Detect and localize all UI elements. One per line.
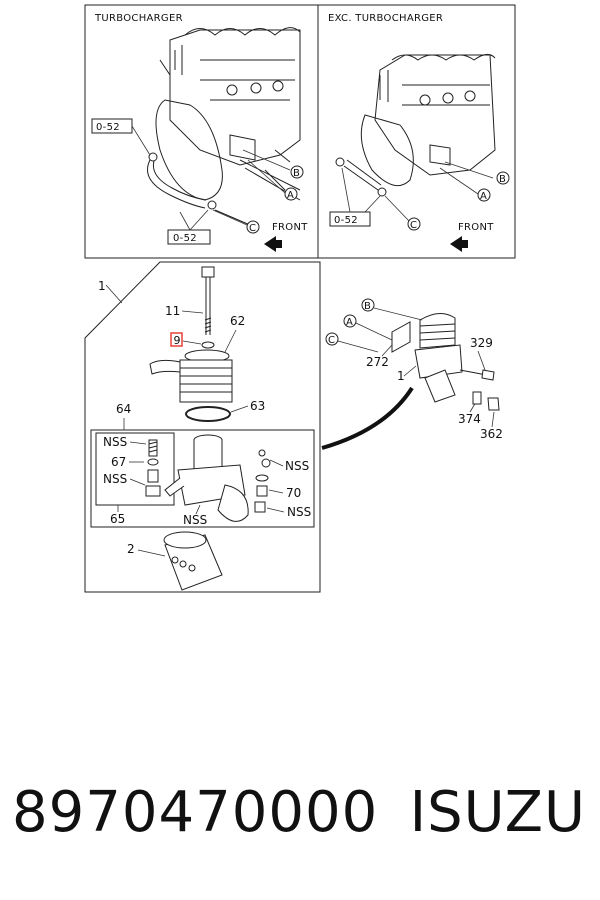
front-label-right: FRONT	[458, 222, 494, 233]
left-panel-title: TURBOCHARGER	[94, 13, 183, 24]
nss-label-4: NSS	[287, 505, 311, 519]
bolt-329	[481, 369, 495, 381]
nss-label-3: NSS	[285, 459, 309, 473]
part-9-highlight-box	[170, 332, 183, 347]
part-329-label: 329	[470, 336, 493, 350]
assembly-frame	[84, 261, 321, 593]
engine-turbo-sketch	[147, 27, 301, 226]
svg-text:B: B	[364, 301, 371, 312]
part-65-label: 65	[110, 512, 125, 526]
ref-052-left-bottom: 0-52	[167, 209, 211, 245]
svg-text:A: A	[480, 191, 487, 202]
svg-text:0-52: 0-52	[334, 215, 358, 226]
footer: 8970470000 ISUZU	[0, 780, 600, 880]
callout-c-installed: C	[325, 332, 339, 346]
svg-text:B: B	[293, 168, 300, 179]
callout-a-left: A	[284, 187, 298, 201]
part-1-installed-label: 1	[397, 369, 405, 383]
relief-valve-stack	[145, 439, 161, 497]
washer-9	[201, 341, 215, 349]
callout-a-right: A	[477, 188, 491, 202]
nut-362	[487, 397, 500, 411]
right-panel-title: EXC. TURBOCHARGER	[328, 13, 443, 24]
oil-cooler-62	[149, 349, 233, 403]
part-9-label: 9	[174, 334, 181, 347]
svg-text:C: C	[249, 223, 256, 234]
callout-c-left: C	[246, 220, 260, 234]
svg-text:C: C	[328, 335, 335, 346]
subassembly-65-frame	[95, 432, 175, 506]
front-arrow-left	[264, 236, 282, 252]
svg-text:A: A	[346, 317, 353, 328]
callout-b-right: B	[496, 171, 510, 185]
part-272-label: 272	[366, 355, 389, 369]
svg-text:0-52: 0-52	[173, 233, 197, 244]
svg-text:C: C	[410, 220, 417, 231]
part-62-label: 62	[230, 314, 245, 328]
front-arrow-right	[450, 236, 468, 252]
part-64-label: 64	[116, 402, 131, 416]
nss-label-1: NSS	[103, 435, 127, 449]
oil-filter-2	[163, 531, 223, 591]
part-2-label: 2	[127, 542, 135, 556]
subassembly-64-frame	[90, 429, 315, 528]
svg-text:A: A	[287, 190, 294, 201]
callout-c-right: C	[407, 217, 421, 231]
part-11-label: 11	[165, 304, 180, 318]
callout-a-installed: A	[343, 314, 357, 328]
front-label-left: FRONT	[272, 222, 308, 233]
brand-name: ISUZU	[409, 780, 586, 845]
nss-parts-right	[254, 449, 271, 513]
nss-label-5: NSS	[183, 513, 207, 527]
part-number: 8970470000	[12, 780, 379, 845]
part-374-label: 374	[458, 412, 481, 426]
gasket-63	[185, 406, 231, 422]
top-panel-frame	[84, 4, 516, 259]
engine-noturbo-sketch	[335, 54, 496, 197]
ref-052-right: 0-52	[329, 167, 381, 227]
ref-052-left-top: 0-52	[91, 118, 151, 156]
part-70-label: 70	[286, 486, 301, 500]
svg-text:0-52: 0-52	[96, 122, 120, 133]
link-arrow	[321, 386, 414, 450]
oil-filter-housing	[164, 434, 249, 522]
bolt-11	[201, 266, 215, 335]
part-1-label: 1	[98, 279, 106, 293]
callout-b-left: B	[290, 165, 304, 179]
bolt-374	[472, 391, 482, 405]
svg-text:B: B	[499, 174, 506, 185]
part-67-label: 67	[111, 455, 126, 469]
nss-label-2: NSS	[103, 472, 127, 486]
callout-b-installed: B	[361, 298, 375, 312]
part-362-label: 362	[480, 427, 503, 441]
installed-view	[391, 313, 493, 403]
part-63-label: 63	[250, 399, 265, 413]
